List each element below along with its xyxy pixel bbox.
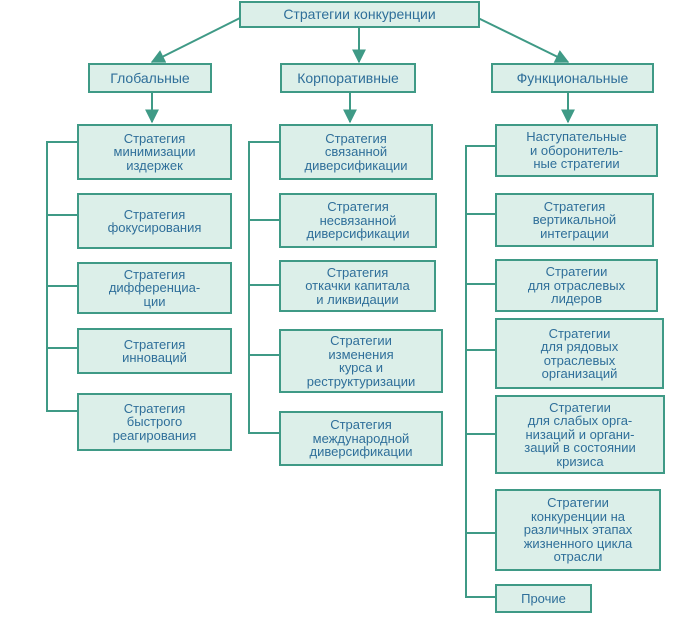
corporate-item-unrelated-diversification: Стратегия несвязанной диверсификации xyxy=(279,193,437,248)
corporate-item-related-diversification: Стратегия связанной диверсификации xyxy=(279,124,433,180)
global-item-minimize-costs: Стратегия минимизации издержек xyxy=(77,124,232,180)
header-global: Глобальные xyxy=(88,63,212,93)
functional-item-weak-firms: Стратегии для слабых орга- низаций и орг… xyxy=(495,395,665,474)
functional-item-vertical-integration: Стратегия вертикальной интеграции xyxy=(495,193,654,247)
global-item-focus: Стратегия фокусирования xyxy=(77,193,232,249)
root-box: Стратегии конкуренции xyxy=(239,1,480,28)
global-item-innovation: Стратегия инноваций xyxy=(77,328,232,374)
global-item-differentiation: Стратегия дифференциа- ции xyxy=(77,262,232,314)
functional-item-industry-leaders: Стратегии для отраслевых лидеров xyxy=(495,259,658,312)
functional-item-ordinary-firms: Стратегии для рядовых отраслевых организ… xyxy=(495,318,664,389)
global-item-fast-response: Стратегия быстрого реагирования xyxy=(77,393,232,451)
functional-item-offensive-defensive: Наступательные и оборонитель- ные страте… xyxy=(495,124,658,177)
corporate-spine xyxy=(248,141,279,434)
corporate-item-restructuring: Стратегии изменения курса и реструктуриз… xyxy=(279,329,443,393)
corporate-item-international-diversification: Стратегия международной диверсификации xyxy=(279,411,443,466)
header-corporate: Корпоративные xyxy=(280,63,416,93)
arrow-root-to-global xyxy=(150,17,241,63)
arrow-root-to-functional xyxy=(477,17,570,63)
global-spine xyxy=(46,141,77,412)
functional-item-other: Прочие xyxy=(495,584,592,613)
header-functional: Функциональные xyxy=(491,63,654,93)
functional-item-lifecycle-stages: Стратегии конкуренции на различных этапа… xyxy=(495,489,661,571)
functional-spine xyxy=(465,145,495,598)
corporate-item-divestment: Стратегия откачки капитала и ликвидации xyxy=(279,260,436,312)
